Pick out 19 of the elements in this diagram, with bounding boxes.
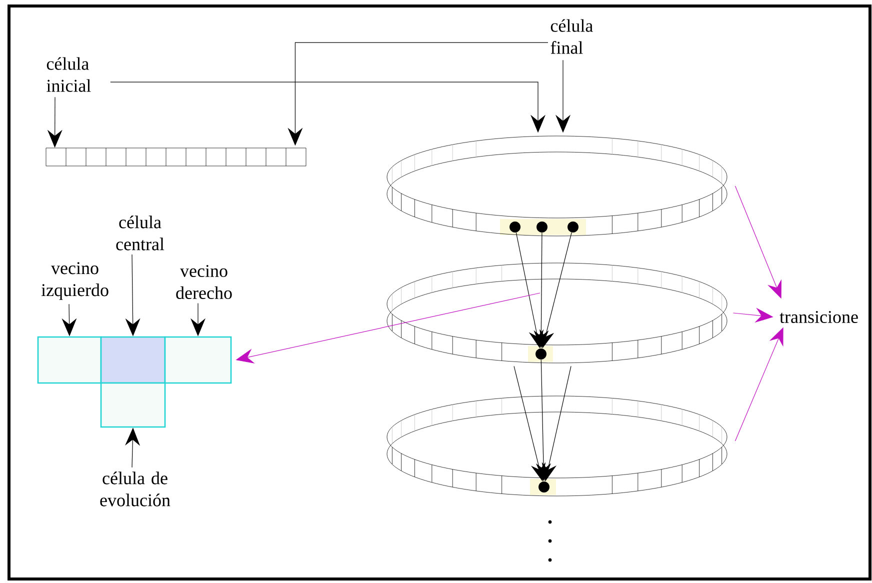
dot	[536, 348, 546, 360]
ring-drawing	[386, 396, 728, 496]
callout-label: vecino izquierdo	[41, 262, 108, 300]
callout-label: célula de evolución	[100, 472, 170, 506]
dot	[510, 221, 520, 232]
ring-drawing	[386, 262, 728, 364]
grid-cell	[164, 336, 232, 384]
grid-cell	[100, 382, 166, 428]
grid-cell	[37, 336, 102, 384]
callout-label: vecino derecho	[176, 264, 232, 300]
callout-label: célula final	[550, 19, 593, 54]
cell-array	[46, 148, 306, 166]
grid-cell	[100, 336, 166, 384]
callout-label: célula central	[116, 216, 164, 250]
dot	[538, 481, 550, 492]
callout-label: transicione	[780, 310, 858, 324]
dot	[536, 221, 548, 232]
dot	[568, 221, 578, 232]
callout-label: célula inicial	[46, 57, 91, 92]
